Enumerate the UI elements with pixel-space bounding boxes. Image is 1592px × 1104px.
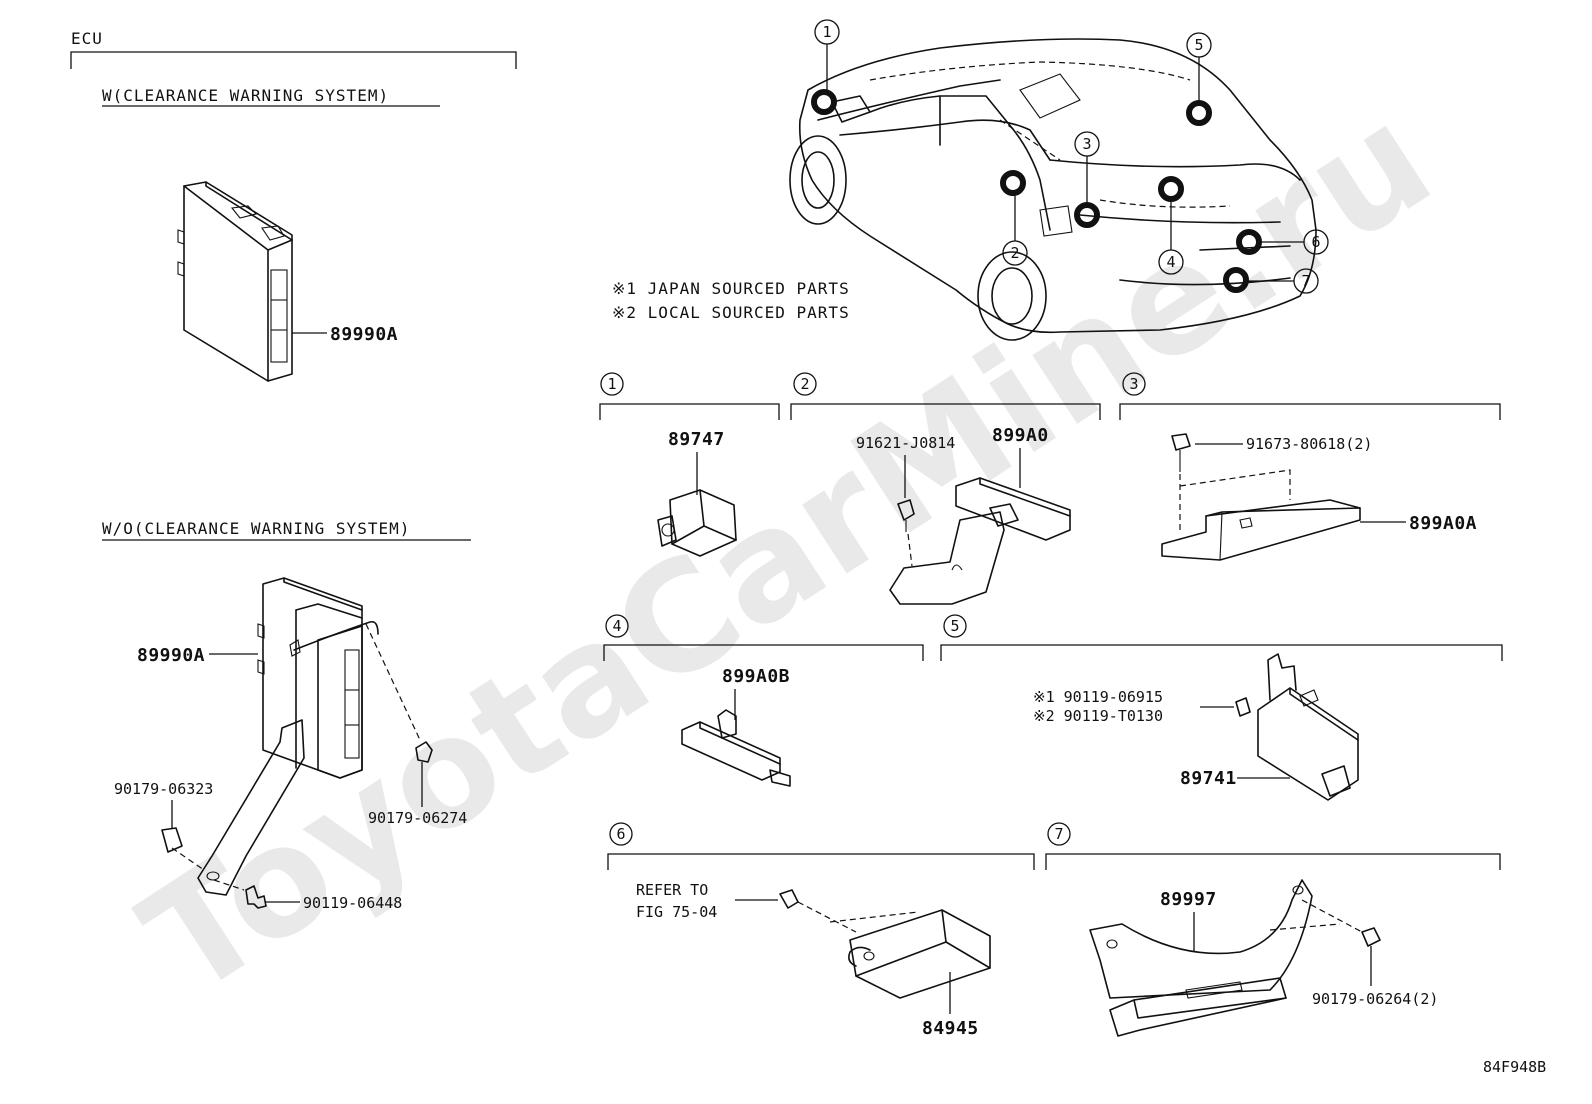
sensor-marker-5 — [1186, 100, 1212, 126]
part-91673-80618[interactable]: 91673-80618(2) — [1246, 435, 1372, 453]
sensor-899a0b-drawing — [681, 709, 791, 787]
group-6-bracket — [607, 853, 1035, 870]
group-5: 5 ※1 90119-06915 ※2 90119-T0130 89741 — [940, 614, 1503, 801]
part-90119-06448[interactable]: 90119-06448 — [303, 894, 402, 912]
group-4: 4 899A0B — [603, 614, 924, 787]
group-2-bracket — [790, 403, 1101, 420]
part-90179-06264[interactable]: 90179-06264(2) — [1312, 990, 1438, 1008]
dash-clip-a — [171, 847, 205, 871]
callout-3-text: 3 — [1082, 135, 1091, 153]
callout-4-text: 4 — [1166, 253, 1175, 271]
callout-6[interactable]: 6 — [1303, 229, 1329, 255]
group-5-index: 5 — [950, 617, 959, 635]
group-1: 1 89747 — [599, 372, 780, 557]
group-2-index: 2 — [800, 375, 809, 393]
sensor-89741-drawing — [1257, 653, 1359, 801]
callout-7-text: 7 — [1301, 272, 1310, 290]
dash-bolt — [213, 879, 245, 891]
clip-b-drawing — [415, 741, 433, 763]
with-system-label: W(CLEARANCE WARNING SYSTEM) — [102, 86, 389, 105]
clip-a-drawing — [161, 827, 183, 853]
sensor-84945-drawing — [848, 909, 991, 999]
bolt-90119-drawing — [1235, 697, 1251, 717]
callout-1[interactable]: 1 — [814, 19, 840, 45]
without-system-label: W/O(CLEARANCE WARNING SYSTEM) — [102, 519, 410, 538]
part-91621-j0814[interactable]: 91621-J0814 — [856, 434, 955, 452]
part-89990a-without[interactable]: 89990A — [137, 645, 205, 666]
group-4-bracket — [603, 644, 924, 661]
part-90179-06274[interactable]: 90179-06274 — [368, 809, 467, 827]
group-7: 7 89997 90179-06264(2) — [1045, 822, 1501, 1037]
sensor-marker-1 — [811, 89, 837, 115]
group-7-bracket — [1045, 853, 1501, 870]
group-1-bracket — [599, 403, 780, 420]
part-89990a-with[interactable]: 89990A — [330, 324, 398, 345]
group-4-index: 4 — [612, 617, 621, 635]
callout-7[interactable]: 7 — [1293, 268, 1319, 294]
note-local-sourced: ※2 LOCAL SOURCED PARTS — [612, 303, 850, 322]
group-3-index: 3 — [1129, 375, 1138, 393]
sensor-marker-7 — [1223, 267, 1249, 293]
part-90179-06323[interactable]: 90179-06323 — [114, 780, 213, 798]
bolt-drawing — [245, 885, 267, 909]
bracket-89997-drawing — [1089, 879, 1313, 1037]
group-1-index: 1 — [607, 375, 616, 393]
callout-2-text: 2 — [1010, 244, 1019, 262]
group-3-bracket — [1119, 403, 1501, 420]
part-89997[interactable]: 89997 — [1160, 889, 1217, 910]
vehicle-overview: 1 2 3 4 5 6 7 — [789, 19, 1329, 341]
watermark-text: ToyotaCarMine.ru — [115, 72, 1461, 1030]
part-899a0b[interactable]: 899A0B — [722, 666, 790, 687]
note-japan-sourced: ※1 JAPAN SOURCED PARTS — [612, 279, 850, 298]
clip-refer-drawing — [779, 889, 799, 909]
sensor-899a0a-drawing — [1161, 499, 1361, 561]
nut-90179-06264-drawing — [1361, 927, 1381, 947]
figure-code: 84F948B — [1483, 1058, 1546, 1076]
callout-1-text: 1 — [822, 23, 831, 41]
ecu-unit-with-bracket-drawing — [197, 577, 379, 896]
group-5-bracket — [940, 644, 1503, 661]
part-84945[interactable]: 84945 — [922, 1018, 979, 1039]
callout-5-text: 5 — [1194, 36, 1203, 54]
part-899a0[interactable]: 899A0 — [992, 425, 1049, 446]
dash-clip-b — [365, 623, 421, 741]
group-6: 6 REFER TO FIG 75-04 84945 — [607, 822, 1035, 1039]
group-3: 3 91673-80618(2) 899A0A — [1119, 372, 1501, 561]
sensor-89747-drawing — [657, 489, 737, 557]
part-90119-06915[interactable]: ※1 90119-06915 — [1033, 688, 1163, 706]
refer-to-line2[interactable]: FIG 75-04 — [636, 903, 717, 921]
part-90119-t0130[interactable]: ※2 90119-T0130 — [1033, 707, 1163, 725]
part-89747[interactable]: 89747 — [668, 429, 725, 450]
refer-to-line1[interactable]: REFER TO — [636, 881, 708, 899]
group-6-index: 6 — [616, 825, 625, 843]
ecu-section-title: ECU — [71, 29, 103, 48]
group-2: 2 91621-J0814 899A0 — [790, 372, 1101, 605]
callout-5[interactable]: 5 — [1186, 32, 1212, 58]
ecu-unit-drawing — [177, 181, 293, 382]
callout-4[interactable]: 4 — [1158, 249, 1184, 275]
callout-6-text: 6 — [1311, 233, 1320, 251]
group-7-index: 7 — [1054, 825, 1063, 843]
ecu-section: ECU W(CLEARANCE WARNING SYSTEM) 89990A W… — [70, 29, 517, 912]
sensor-marker-4 — [1158, 176, 1184, 202]
part-89741[interactable]: 89741 — [1180, 768, 1237, 789]
callout-3[interactable]: 3 — [1074, 131, 1100, 157]
callout-2[interactable]: 2 — [1002, 240, 1028, 266]
screw-91673-drawing — [1171, 433, 1191, 451]
part-899a0a[interactable]: 899A0A — [1409, 513, 1477, 534]
ecu-section-bracket — [70, 51, 517, 69]
sensor-899a0-drawing — [889, 477, 1071, 605]
sensor-marker-2 — [1000, 170, 1026, 196]
